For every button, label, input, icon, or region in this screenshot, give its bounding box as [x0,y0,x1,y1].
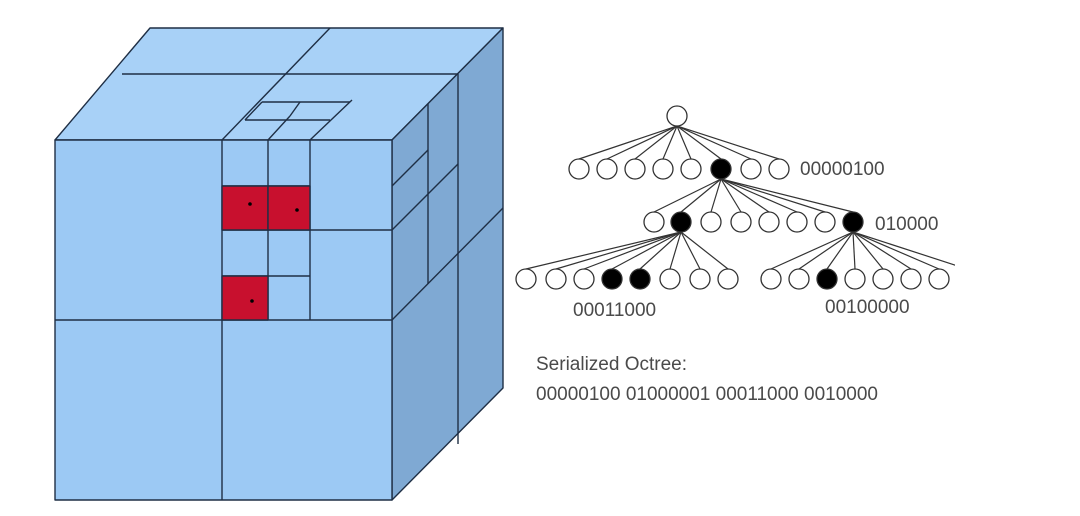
level3-left-edge-8 [680,231,729,270]
root-node [666,105,688,127]
level1-edge-2 [606,125,678,160]
level3-left-node-6 [659,268,681,290]
octree-tree [515,105,977,290]
level3-left-node-2 [545,268,567,290]
voxel-point-1 [248,202,252,206]
level1-edge-1 [578,125,678,160]
level1-node-3 [624,158,646,180]
level3-right-edge-1 [770,231,854,270]
level3-left-edge-7 [680,231,701,270]
level3-left-node-4 [601,268,623,290]
level2-node-6 [786,211,808,233]
level1-code-label: 00000100 [800,159,885,180]
level2-node-4 [730,211,752,233]
octant-top-d4 [289,101,301,117]
level1-edge-7 [676,125,752,160]
level1-node-8 [768,158,790,180]
octree-cube [54,27,504,501]
level3-right-node-3 [816,268,838,290]
level3-right-edge-6 [852,231,912,270]
level3-left-node-1 [515,268,537,290]
level3-left-edge-4 [611,231,682,270]
level2-edge-6 [720,178,798,213]
level3-right-node-2 [788,268,810,290]
voxel-points [248,202,299,303]
serialized-title: Serialized Octree: [536,354,687,375]
occupied-voxel-3 [221,275,269,321]
level3-left-edge-5 [639,231,682,270]
voxel-point-3 [250,299,254,303]
level3-right-node-5 [872,268,894,290]
level1-edge-8 [676,125,780,160]
top-mid-width [221,27,331,141]
level3-left-edge-1 [525,231,682,270]
level3-right-edge-7 [852,231,940,270]
occupied-voxel-1 [221,185,269,231]
level2-code-label: 010000 [875,214,938,235]
level3-left-code-label: 00011000 [573,300,656,321]
level2-node-7 [814,211,836,233]
right-mid-horizontal [391,207,504,321]
level3-right-node-1 [760,268,782,290]
level3-left-node-7 [689,268,711,290]
level1-edge-5 [676,125,692,160]
serialized-value: 00000100 01000001 00011000 0010000 [536,384,878,405]
level3-right-edge-3 [826,231,854,270]
occupied-voxel-2 [267,185,311,231]
level3-right-node-8 [957,269,977,289]
octant-right-h2 [391,149,429,187]
level3-left-edge-2 [555,231,682,270]
level2-node-8 [842,211,864,233]
level3-right-code-label: 00100000 [825,297,910,318]
level3-right-node-6 [900,268,922,290]
level3-right-edge-8 [852,231,955,266]
level3-right-node-7 [928,268,950,290]
voxel-point-2 [295,208,299,212]
level1-node-2 [596,158,618,180]
level1-node-4 [652,158,674,180]
octant-right-h1 [391,163,459,231]
level3-right-edge-5 [852,231,884,270]
level2-edge-7 [720,178,826,213]
octant-top-d3 [244,101,263,121]
level2-edge-2 [680,178,722,213]
level3-left-edge-6 [669,231,682,270]
level2-node-3 [700,211,722,233]
level2-edge-1 [653,178,722,213]
octant-top-d2 [309,99,353,141]
level1-node-6 [710,158,732,180]
level3-left-node-5 [629,268,651,290]
level3-left-node-8 [717,268,739,290]
level2-node-2 [670,211,692,233]
level2-node-5 [758,211,780,233]
level3-right-edge-2 [798,231,854,270]
level1-edge-6 [676,125,722,160]
level1-node-1 [568,158,590,180]
level3-right-edge-4 [852,231,856,270]
level2-edge-3 [710,178,722,213]
level3-left-edge-3 [583,231,682,270]
level2-edge-8 [720,178,854,213]
level1-edge-4 [662,125,678,160]
level2-edge-4 [720,178,742,213]
level3-left-node-3 [573,268,595,290]
level1-node-7 [740,158,762,180]
level2-node-1 [643,211,665,233]
level2-edge-5 [720,178,770,213]
level1-node-5 [680,158,702,180]
level3-right-node-4 [844,268,866,290]
level1-edge-3 [634,125,678,160]
